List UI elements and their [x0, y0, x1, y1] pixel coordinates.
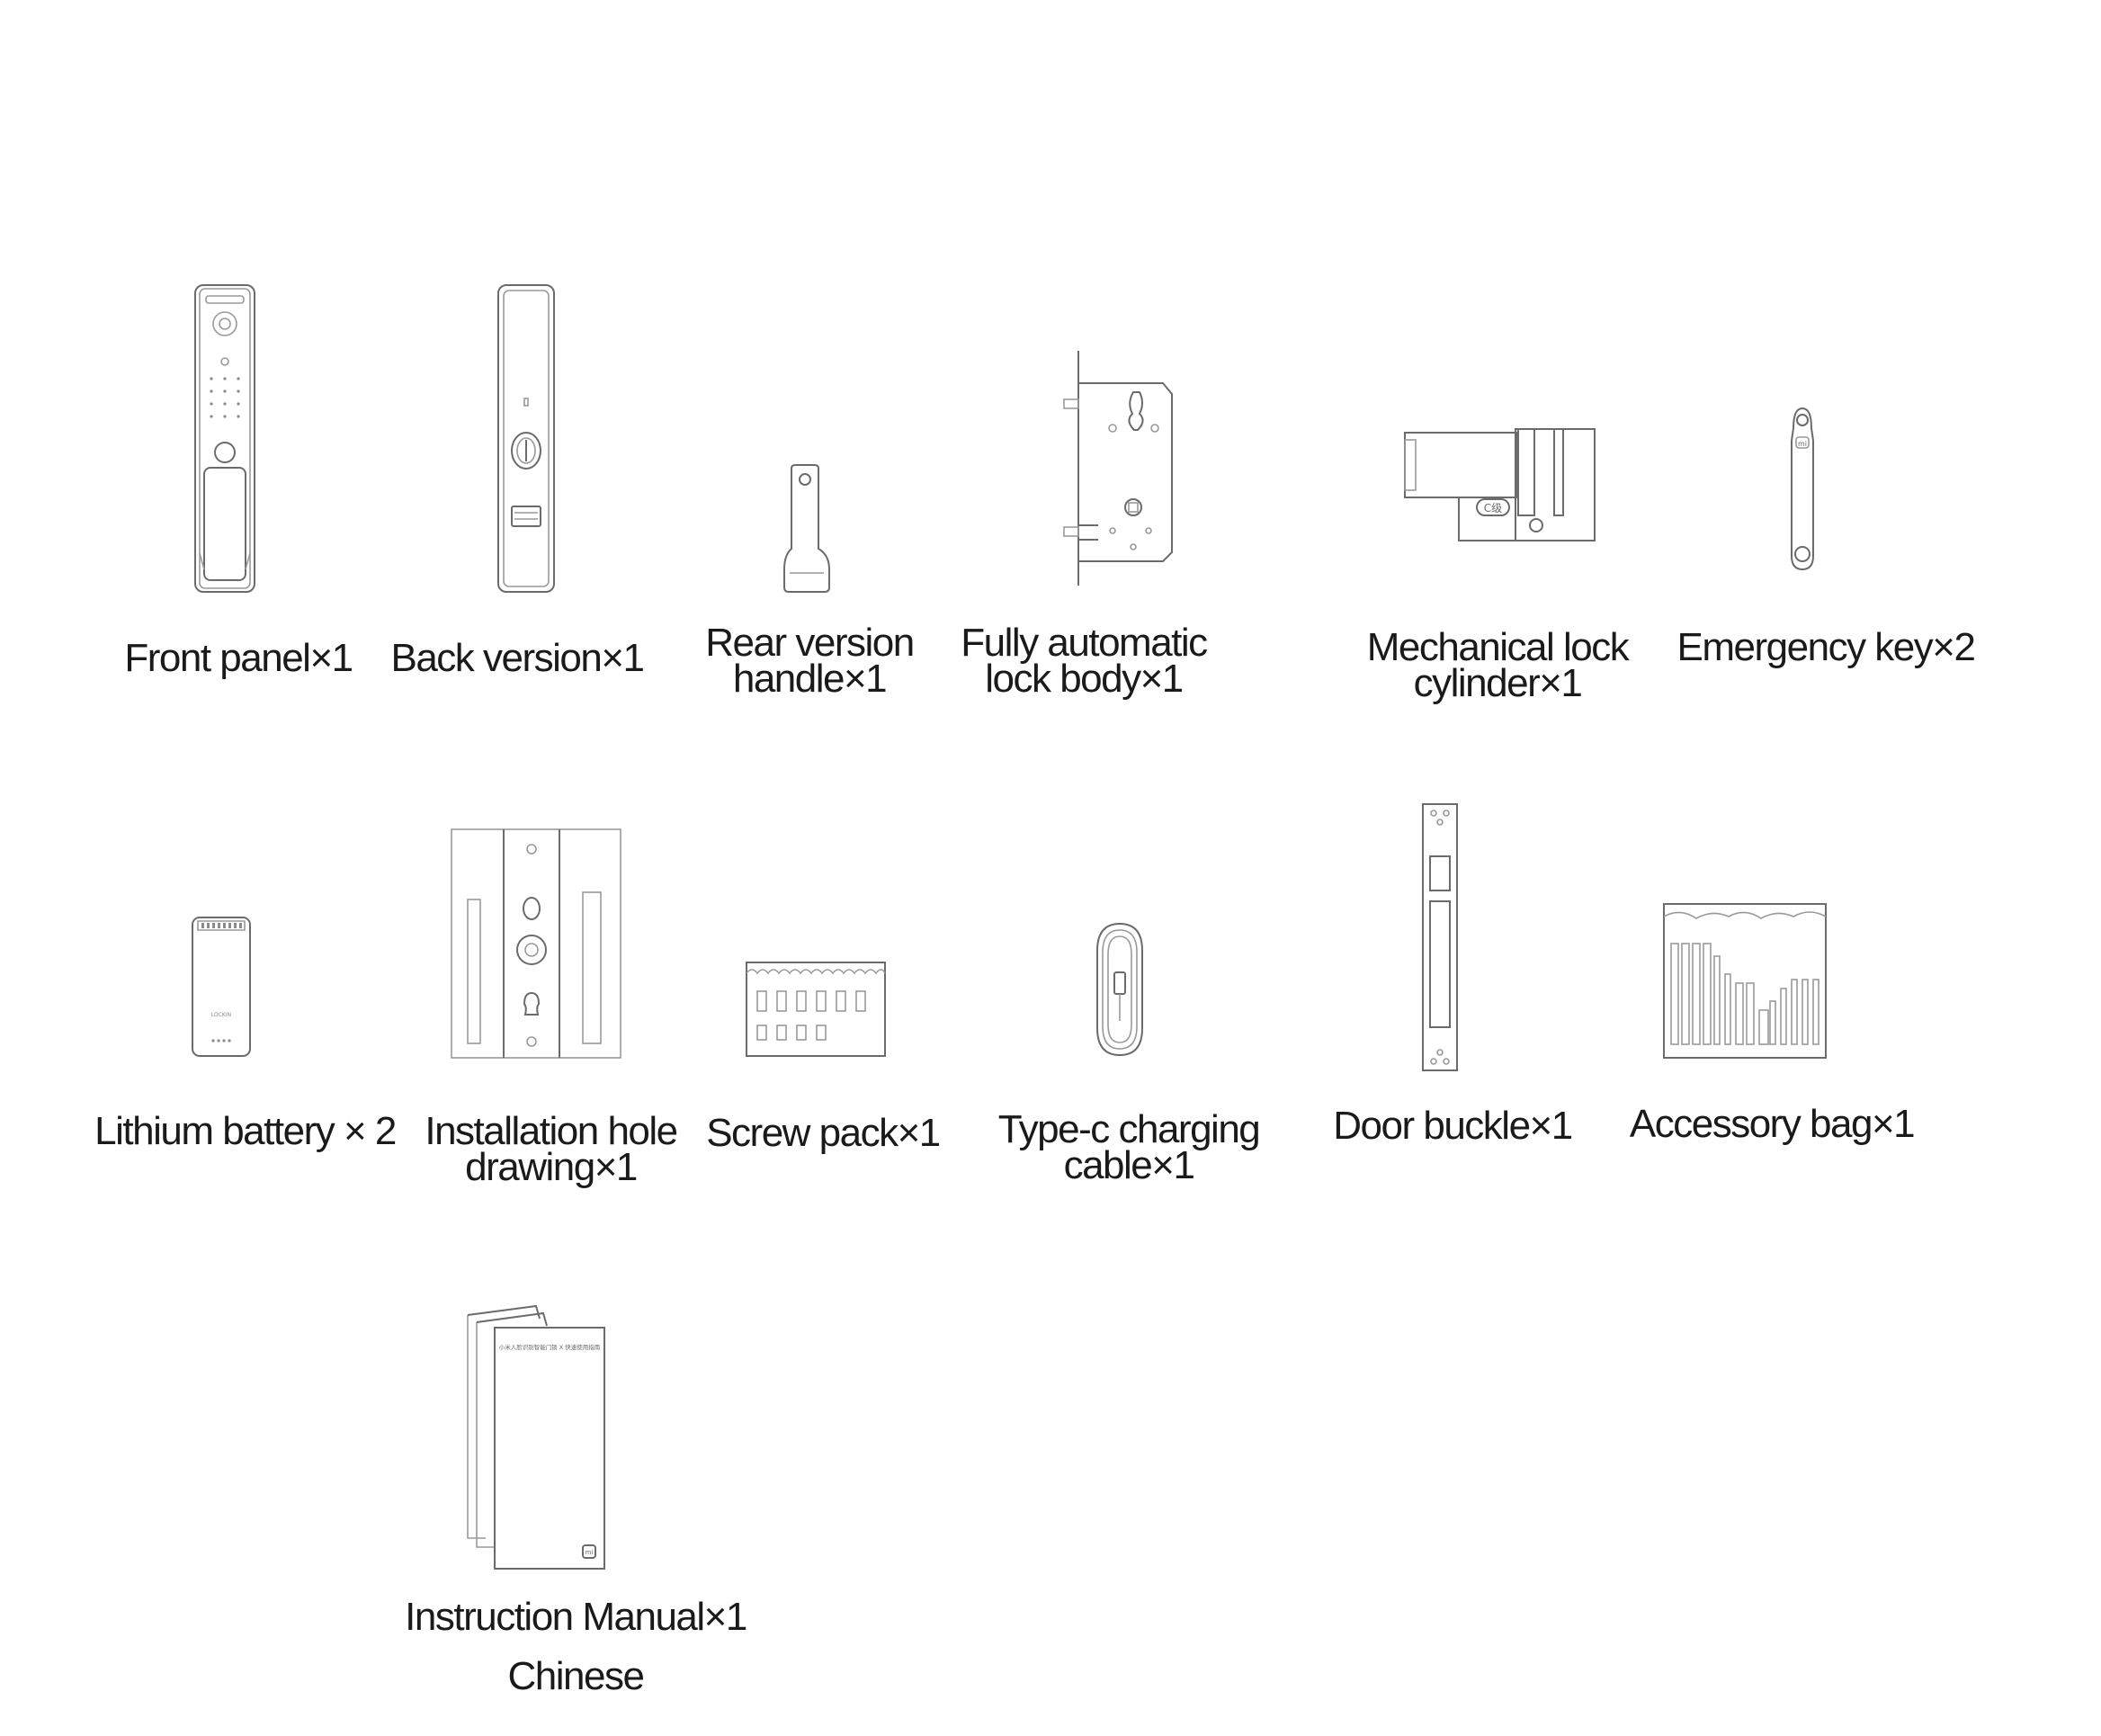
rear-handle-icon: [781, 463, 835, 594]
manual-cover-text: 小米人脸识别智能门锁 X 快速使用指南: [499, 1343, 601, 1351]
door-buckle-icon: [1421, 802, 1459, 1072]
accessory-bag-icon: [1662, 902, 1828, 1060]
item-label: Door buckle×1: [1333, 1104, 1573, 1148]
item-label: Fully automatic lock body×1: [961, 621, 1208, 701]
front-panel-icon: [193, 283, 256, 594]
emergency-key-icon: mi: [1784, 405, 1820, 571]
item-label: Rear version handle×1: [705, 621, 915, 701]
item-label: Emergency key×2: [1676, 625, 1976, 669]
item-label: Accessory bag×1: [1629, 1102, 1916, 1146]
screw-pack-icon: [745, 961, 887, 1060]
item-label: Lithium battery × 2: [94, 1109, 397, 1153]
hole-drawing-icon: [450, 828, 622, 1060]
item-label: Instruction Manual×1 Chinese: [405, 1595, 747, 1698]
item-label: Screw pack×1: [706, 1111, 941, 1155]
lock-body-icon: [1057, 349, 1178, 587]
back-panel-icon: [496, 283, 559, 594]
key-logo-text: mi: [1798, 440, 1807, 448]
charging-cable-icon: [1088, 922, 1151, 1057]
item-label: Mechanical lock cylinder×1: [1366, 625, 1630, 705]
lithium-battery-icon: LOCKIN: [191, 916, 254, 1060]
item-label: Installation hole drawing×1: [425, 1109, 678, 1189]
battery-brand-text: LOCKIN: [211, 1012, 231, 1018]
item-label: Type-c charging cable×1: [997, 1107, 1261, 1187]
manual-logo-text: mi: [586, 1549, 594, 1556]
cylinder-grade-text: C级: [1484, 502, 1502, 515]
instruction-manual-icon: 小米人脸识别智能门锁 X 快速使用指南 mi: [466, 1286, 610, 1574]
item-label: Front panel×1: [124, 636, 353, 680]
lock-cylinder-icon: C级: [1403, 427, 1596, 544]
item-label: Back version×1: [390, 636, 645, 680]
